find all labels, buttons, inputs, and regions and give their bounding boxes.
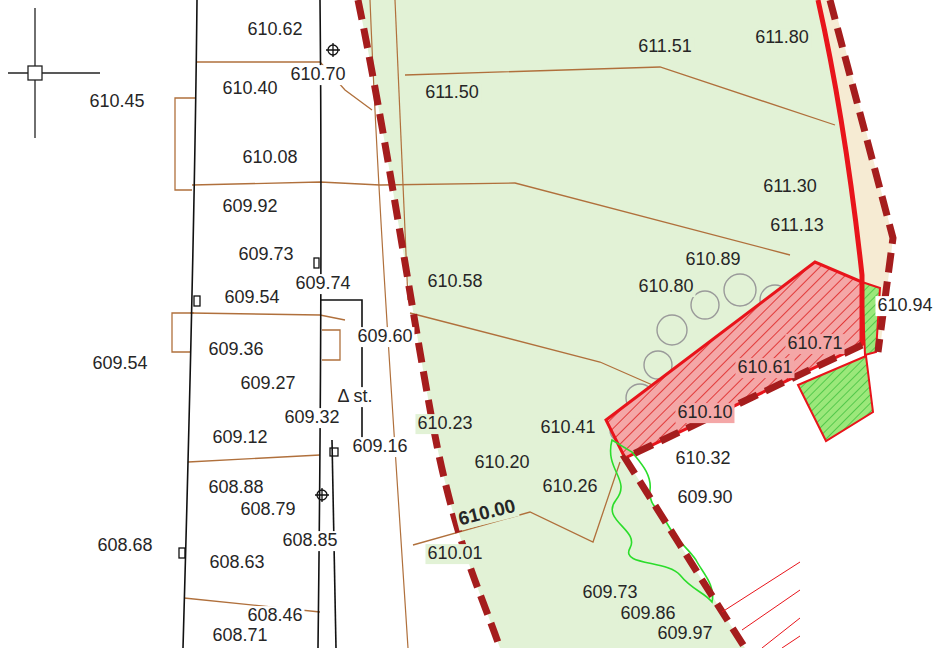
red-lines (722, 562, 800, 648)
spot-height: 609.54 (90, 354, 149, 374)
contour (190, 313, 345, 320)
manhole-symbol (326, 43, 340, 57)
spot-height: 608.63 (207, 553, 266, 573)
dashed-boundary (625, 345, 862, 648)
spot-height: 610.94 (875, 296, 934, 316)
spot-height: 610.61 (735, 358, 794, 378)
spot-height: 610.10 (675, 403, 734, 423)
dashed-boundaries (358, 0, 893, 648)
contour (197, 62, 372, 110)
spot-height: 609.73 (580, 583, 639, 603)
spot-height: 610.80 (636, 277, 695, 297)
bracket (322, 330, 340, 360)
spot-height: 608.46 (245, 606, 304, 626)
bracket (175, 98, 195, 190)
red-line (742, 590, 800, 630)
spot-height: 608.71 (210, 626, 269, 646)
boundary-line (818, 0, 862, 345)
contour (405, 67, 835, 125)
spot-height: 609.74 (293, 274, 352, 294)
symbols (179, 43, 340, 558)
spot-height: 610.32 (673, 449, 732, 469)
spot-height: 608.88 (206, 478, 265, 498)
contour (188, 455, 320, 462)
point-symbol (330, 448, 338, 456)
spot-height: 610.70 (288, 65, 347, 85)
spot-height: Δ st. (335, 387, 374, 407)
spot-height: 609.90 (675, 488, 734, 508)
red-line (722, 562, 800, 612)
spot-height: 611.13 (768, 216, 826, 236)
contour-label: 610.00 (454, 495, 519, 530)
spot-height: 609.60 (355, 327, 414, 347)
spot-height: 610.41 (538, 418, 597, 438)
spot-height: 609.54 (222, 288, 281, 308)
spot-height: 609.86 (618, 604, 677, 624)
spot-height: 610.71 (785, 334, 844, 354)
road-edges (183, 0, 362, 648)
spot-height: 609.97 (655, 624, 714, 644)
spot-height: 610.08 (240, 148, 299, 168)
grid-cross-box (28, 66, 42, 80)
spot-height: 608.79 (238, 500, 297, 520)
green-hatched-area (798, 356, 873, 441)
spot-height: 611.80 (753, 28, 811, 48)
spot-height: 610.62 (245, 20, 304, 40)
spot-height: 611.30 (761, 177, 819, 197)
spot-height: 609.36 (206, 340, 265, 360)
red-line (782, 636, 800, 648)
spot-height: 608.68 (95, 536, 154, 556)
spot-height: 610.45 (87, 92, 146, 112)
grid-cross-line (8, 72, 100, 73)
contour (192, 182, 790, 255)
plot-area (358, 0, 862, 648)
manhole-symbol (315, 488, 329, 502)
spot-height: 610.26 (540, 477, 599, 497)
spot-height: 611.51 (636, 37, 694, 57)
spot-height: 608.85 (280, 531, 339, 551)
field-edge (395, 0, 408, 300)
dashed-boundary (358, 0, 500, 648)
spot-height: 610.58 (425, 272, 484, 292)
spot-height: 610.01 (425, 544, 484, 564)
spot-height: 610.40 (220, 79, 279, 99)
post-symbol (314, 258, 319, 268)
spot-height: 609.32 (282, 408, 341, 428)
post-symbol (194, 296, 200, 306)
post-symbol (179, 548, 185, 558)
tree (724, 274, 756, 306)
spot-height: 609.27 (238, 374, 297, 394)
tree (657, 315, 687, 345)
spot-height: 609.92 (220, 197, 279, 217)
spot-height: 610.89 (683, 250, 742, 270)
spot-height: 609.16 (350, 437, 409, 457)
spot-height: 610.23 (415, 414, 474, 434)
grid-cross (8, 8, 100, 138)
spot-height: 609.12 (210, 428, 269, 448)
spot-height: 610.20 (472, 453, 531, 473)
red-line (762, 618, 800, 648)
spot-height: 609.73 (236, 245, 295, 265)
spot-height: 611.50 (423, 83, 481, 103)
